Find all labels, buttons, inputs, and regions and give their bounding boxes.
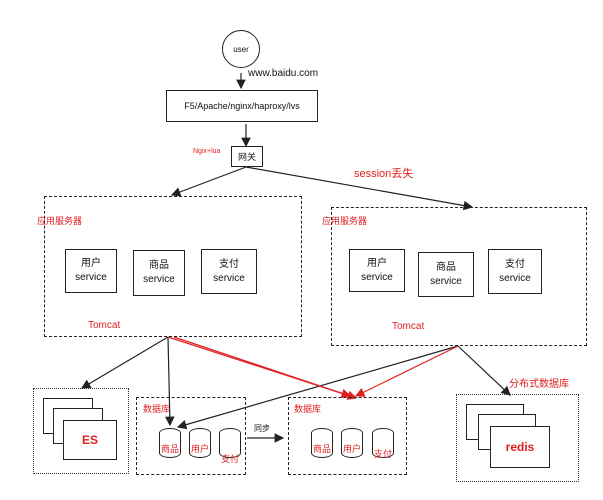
service-label: service xyxy=(430,275,462,287)
db-right-cylinder-user xyxy=(341,428,363,458)
service-product-left: 商品 service xyxy=(133,250,185,296)
service-label: 商品 xyxy=(436,261,456,273)
db-right-table-label: 用户 xyxy=(342,444,361,454)
db-right-title: 数据库 xyxy=(294,404,322,414)
session-note: session丢失 xyxy=(354,168,414,180)
arrow-right-to-dbright-red xyxy=(354,345,459,397)
distributed-db-label: 分布式数据库 xyxy=(509,379,569,390)
lb-note: Ngix+lua xyxy=(193,148,221,155)
service-label: 用户 xyxy=(367,257,387,269)
db-left-title: 数据库 xyxy=(143,404,171,414)
service-label: service xyxy=(499,272,531,284)
service-label: 支付 xyxy=(219,258,239,270)
service-label: service xyxy=(213,272,245,284)
arrow-gateway-to-left xyxy=(170,166,247,197)
db-left-cylinder-product xyxy=(159,428,181,458)
load-balancer-label: F5/Apache/nginx/haproxy/lvs xyxy=(184,101,300,111)
app-server-right-title: 应用服务器 xyxy=(322,216,368,226)
service-label: 商品 xyxy=(149,260,169,271)
db-left-table-label: 用户 xyxy=(190,444,209,454)
sync-label: 同步 xyxy=(254,424,270,433)
service-user-left: 用户 service xyxy=(65,249,117,293)
tomcat-right: Tomcat xyxy=(392,321,425,332)
db-left-table-label: 商品 xyxy=(160,444,179,454)
service-user-right: 用户 service xyxy=(349,249,405,292)
db-left-table-label: 支付 xyxy=(220,454,239,464)
db-left-cylinder-pay xyxy=(219,428,241,458)
service-product-right: 商品 service xyxy=(418,252,474,297)
db-right-cylinder-pay xyxy=(372,428,394,458)
service-pay-left: 支付 service xyxy=(201,249,257,294)
app-server-left-title: 应用服务器 xyxy=(37,216,83,226)
arrow-left-to-dbright-red-2 xyxy=(173,336,358,400)
es-node: ES xyxy=(63,420,117,460)
user-node: user xyxy=(222,30,260,68)
redis-label: redis xyxy=(505,440,535,454)
db-right-table-label: 商品 xyxy=(312,444,331,454)
db-right-group xyxy=(288,397,407,475)
db-right-cylinder-product xyxy=(311,428,333,458)
gateway-box: 网关 xyxy=(231,146,263,167)
arrow-left-to-dbleft xyxy=(165,336,175,427)
redis-node: redis xyxy=(490,426,550,468)
tomcat-left: Tomcat xyxy=(88,320,121,331)
load-balancer-box: F5/Apache/nginx/haproxy/lvs xyxy=(166,90,318,122)
service-label: service xyxy=(143,274,175,285)
service-label: service xyxy=(75,272,107,283)
app-server-right xyxy=(331,207,587,346)
db-left-cylinder-user xyxy=(189,428,211,458)
service-label: 支付 xyxy=(505,258,525,270)
arrow-right-to-redis xyxy=(457,345,511,396)
db-right-table-label: 支付 xyxy=(373,449,392,459)
gateway-label: 网关 xyxy=(237,152,256,162)
service-label: service xyxy=(361,271,393,283)
db-left-group xyxy=(136,397,246,475)
app-server-left xyxy=(44,196,302,337)
arrow-left-to-es xyxy=(80,336,169,389)
user-url: www.baidu.com xyxy=(248,68,319,79)
es-group xyxy=(33,388,129,474)
arrow-right-to-dbleft xyxy=(176,345,459,430)
service-label: 用户 xyxy=(81,258,101,269)
redis-group xyxy=(456,394,579,482)
service-pay-right: 支付 service xyxy=(488,249,542,294)
user-label: user xyxy=(233,44,249,54)
arrow-gateway-to-right xyxy=(245,166,474,211)
es-label: ES xyxy=(81,433,98,447)
